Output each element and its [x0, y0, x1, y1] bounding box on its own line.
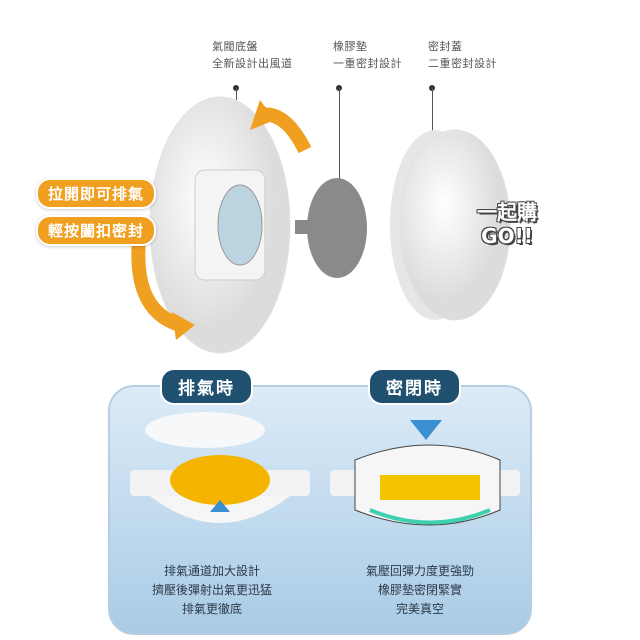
desc-line: 完美真空 — [395, 602, 444, 616]
mode-illustrations — [130, 412, 520, 526]
leader-line — [339, 88, 340, 188]
exhaust-valve — [170, 455, 270, 505]
arrow-down-icon — [131, 229, 183, 332]
arrow-up-icon — [210, 500, 230, 512]
leader-line — [432, 88, 433, 148]
desc-line: 排氣更徹底 — [181, 602, 242, 616]
desc-line: 橡膠墊密閉緊實 — [377, 583, 462, 597]
part-desc: 二重密封設計 — [428, 57, 497, 70]
sealed-description: 氣壓回彈力度更強勁 橡膠墊密閉緊實 完美真空 — [325, 562, 515, 619]
promo-line: GO!! — [481, 224, 533, 248]
rubber-pad — [307, 178, 367, 278]
exhaust-pad — [145, 412, 265, 448]
mode-tag-sealed: 密閉時 — [368, 368, 461, 405]
sealed-valve — [380, 475, 480, 500]
part-desc: 一重密封設計 — [333, 57, 402, 70]
part-caption-seal-cap: 密封蓋 二重密封設計 — [428, 38, 497, 72]
part-name: 密封蓋 — [428, 40, 463, 53]
seal-cap — [399, 129, 511, 321]
valve-vent — [217, 184, 263, 266]
action-pull-open: 拉開即可排氣 — [36, 178, 157, 209]
part-caption-valve-base: 氣閥底盤 全新設計出風道 — [212, 38, 293, 72]
part-desc: 全新設計出風道 — [212, 57, 293, 70]
mode-tag-exhaust: 排氣時 — [160, 368, 253, 405]
arrow-down-icon — [410, 420, 442, 440]
promo-line: 一起購 — [477, 200, 537, 224]
part-name: 氣閥底盤 — [212, 40, 258, 53]
exhaust-description: 排氣通道加大設計 擠壓後彈射出氣更迅猛 排氣更徹底 — [117, 562, 307, 619]
part-caption-rubber-pad: 橡膠墊 一重密封設計 — [333, 38, 402, 72]
pad-stem — [295, 220, 311, 234]
action-press-close: 輕按闔扣密封 — [36, 215, 157, 246]
desc-line: 排氣通道加大設計 — [163, 564, 260, 578]
desc-line: 氣壓回彈力度更強勁 — [365, 564, 474, 578]
desc-line: 擠壓後彈射出氣更迅猛 — [151, 583, 272, 597]
product-exploded-view — [131, 96, 511, 354]
promo-logo: 一起購 GO!! — [452, 200, 562, 248]
part-name: 橡膠墊 — [333, 40, 368, 53]
